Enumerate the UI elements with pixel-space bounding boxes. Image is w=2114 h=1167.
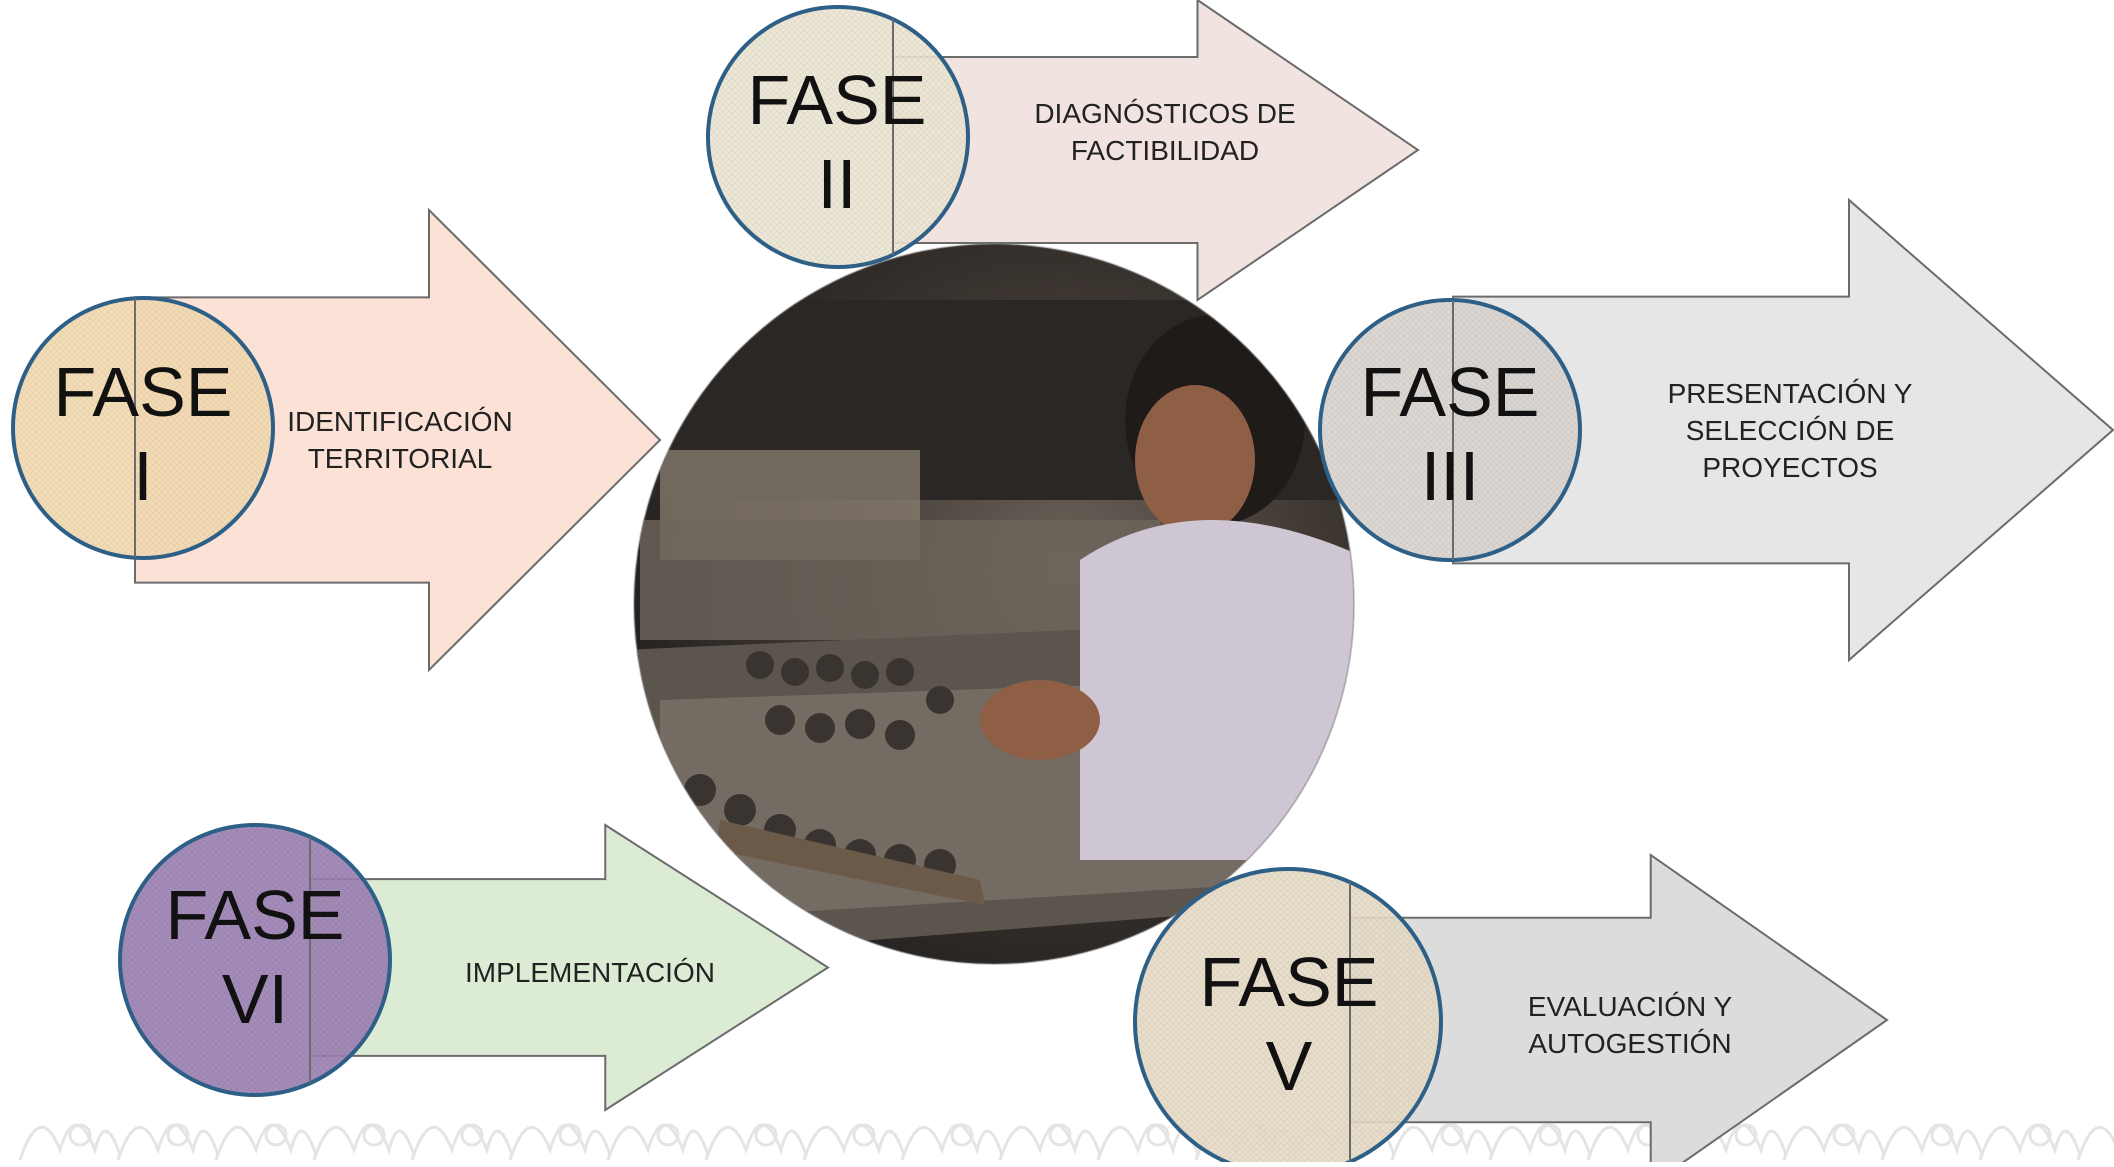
flower-ornament <box>704 1123 808 1161</box>
arrow-text-fase-v: EVALUACIÓN Y AUTOGESTIÓN <box>1527 991 1733 1059</box>
fase-word: FASE <box>1199 943 1379 1021</box>
fase-numeral: III <box>1420 437 1480 515</box>
fase-word: FASE <box>53 353 233 431</box>
flower-ornament <box>18 1123 122 1161</box>
circle-texture <box>1137 871 1439 1167</box>
flower-ornament <box>116 1123 220 1161</box>
fase-numeral: I <box>133 437 153 515</box>
fase-numeral: II <box>817 145 857 223</box>
flower-ornament <box>508 1123 612 1161</box>
arrow-text-fase-i: IDENTIFICACIÓN TERRITORIAL <box>287 406 513 474</box>
flower-ornament <box>998 1123 1102 1161</box>
flower-ornament <box>410 1123 514 1161</box>
arrow-fase-vi <box>309 823 830 1112</box>
arrow-text-fase-iii: PRESENTACIÓN Y SELECCIÓN DE PROYECTOS <box>1667 378 1913 483</box>
circle-texture <box>1322 302 1578 558</box>
flower-ornament <box>1978 1123 2082 1161</box>
flower-ornament <box>312 1123 416 1161</box>
fase-numeral: V <box>1265 1027 1313 1105</box>
fase-word: FASE <box>747 61 927 139</box>
circle-texture <box>122 827 388 1093</box>
arrow-text-fase-vi: IMPLEMENTACIÓN <box>465 957 715 988</box>
flower-ornament <box>214 1123 318 1161</box>
flower-ornament <box>900 1123 1004 1161</box>
fase-numeral: VI <box>221 960 289 1038</box>
fase-word: FASE <box>1360 353 1540 431</box>
flower-ornament <box>1488 1123 1592 1161</box>
fase-word: FASE <box>165 876 345 954</box>
flower-ornament <box>802 1123 906 1161</box>
arrow-fase-iii <box>1452 197 2114 663</box>
arrow-fase-ii <box>892 0 1420 302</box>
flower-ornament <box>1782 1123 1886 1161</box>
arrow-text-fase-ii: DIAGNÓSTICOS DE FACTIBILIDAD <box>1034 98 1296 166</box>
flower-ornament <box>606 1123 710 1161</box>
flower-ornament <box>2076 1126 2114 1161</box>
flower-ornament <box>1390 1123 1494 1161</box>
floral-ornament-strip <box>18 1123 2114 1161</box>
arrow-fase-i <box>134 207 662 673</box>
circle-texture <box>15 300 271 556</box>
circle-texture <box>710 9 966 265</box>
flower-ornament <box>1880 1123 1984 1161</box>
central-photo <box>633 243 1355 965</box>
